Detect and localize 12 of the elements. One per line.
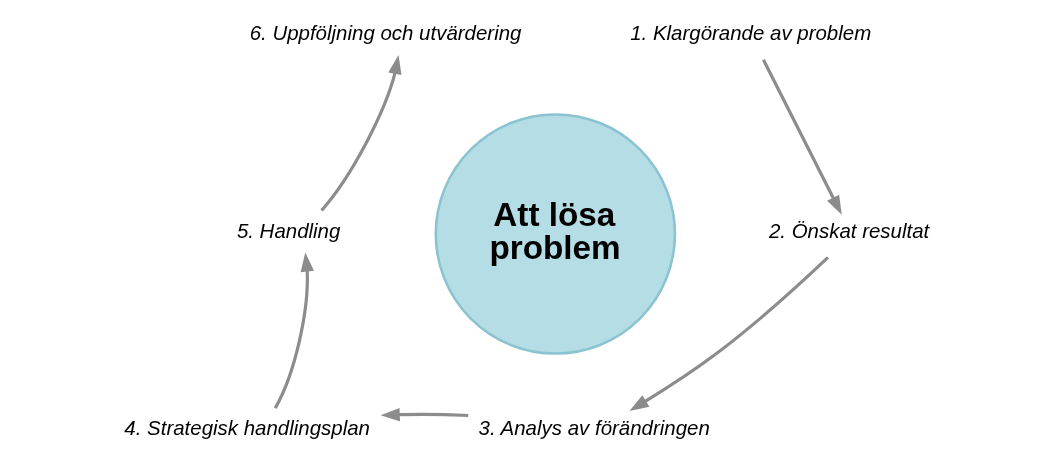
node-text: 2. Önskat resultat xyxy=(768,218,929,242)
arrow xyxy=(628,256,829,412)
arrow xyxy=(319,54,401,212)
node-text: 4. Strategisk handlingsplan xyxy=(123,416,370,440)
arrow xyxy=(380,407,468,422)
arrow xyxy=(273,252,314,409)
node-text: 3. Analys av förändringen xyxy=(478,416,710,440)
node-text: 5. Handling xyxy=(236,218,340,242)
node-text: 1. Klargörande av problem xyxy=(629,20,871,44)
arrow xyxy=(761,58,842,215)
node-text: 6. Uppföljning och utvärdering xyxy=(249,20,521,44)
node-circle: Att lösa problem xyxy=(434,113,676,355)
